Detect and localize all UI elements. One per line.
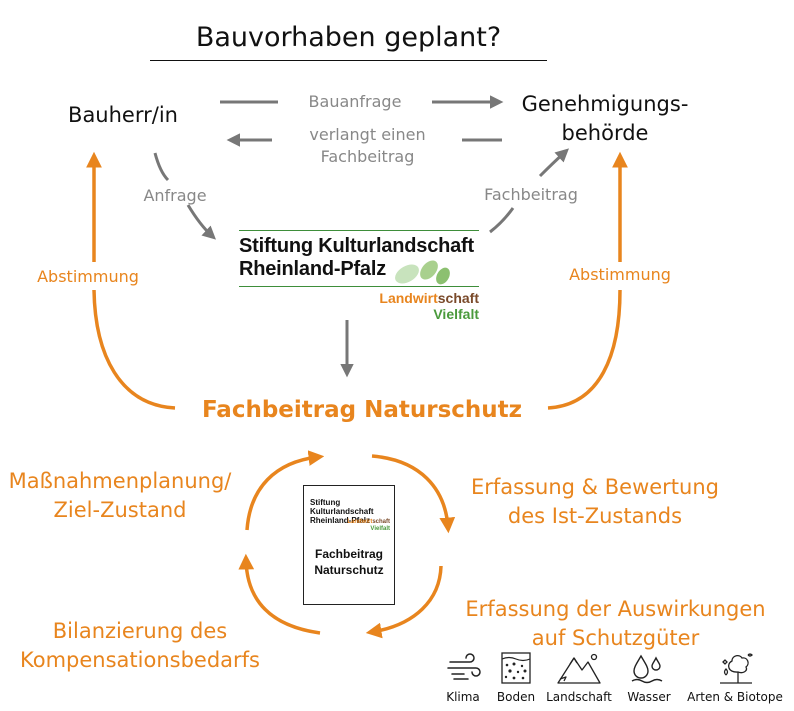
label-abstimmung-right: Abstimmung xyxy=(569,265,671,284)
document-title: Fachbeitrag Naturschutz xyxy=(314,547,384,577)
cycle-arrow-bottom-left xyxy=(238,553,321,635)
tree-icon xyxy=(720,653,753,684)
soil-icon xyxy=(501,652,531,684)
label-abstimmung-left: Abstimmung xyxy=(37,267,139,286)
page-title: Bauvorhaben geplant? xyxy=(195,22,502,53)
node-behoerde: Genehmigungs- behörde xyxy=(521,92,689,145)
arrow-abstimmung-right xyxy=(547,158,620,410)
wind-icon xyxy=(447,653,481,680)
mountain-icon xyxy=(557,653,601,684)
label-anfrage: Anfrage xyxy=(143,186,207,205)
arrow-fachbeitrag xyxy=(489,207,515,234)
document-logo-tagline: Landwirtschaft Vielfalt xyxy=(347,519,390,532)
cycle-label-auswirkungen: Erfassung der Auswirkungen auf Schutzgüt… xyxy=(465,597,766,650)
cycle-label-massnahmen: Maßnahmenplanung/ Ziel-Zustand xyxy=(8,469,232,522)
icon-item-boden: Boden xyxy=(490,650,542,704)
label-verlangt-fachbeitrag: verlangt einen Fachbeitrag xyxy=(309,125,426,166)
logo-top-rule xyxy=(239,230,479,231)
logo-bottom-rule xyxy=(239,286,479,287)
leaves-icon xyxy=(395,260,450,285)
icon-item-wasser: Wasser xyxy=(618,650,680,704)
logo-name: Stiftung Kulturlandschaft Rheinland-Pfal… xyxy=(239,235,474,280)
logo-tagline: Landwirtschaft xyxy=(379,290,479,306)
cycle-label-erfassung-ist: Erfassung & Bewertung des Ist-Zustands xyxy=(471,475,719,528)
arrow-anfrage xyxy=(153,152,170,182)
icon-item-klima: Klima xyxy=(438,650,488,704)
cycle-arrow-top-right xyxy=(371,454,456,534)
node-bauherr: Bauherr/in xyxy=(68,103,178,127)
label-bauanfrage: Bauanfrage xyxy=(308,92,402,111)
icon-item-landschaft: Landschaft xyxy=(542,650,616,704)
water-drop-icon xyxy=(631,654,663,684)
arrow-abstimmung-left xyxy=(94,158,176,410)
label-fachbeitrag: Fachbeitrag xyxy=(484,185,578,204)
icon-item-arten-biotope: Arten & Biotope xyxy=(682,650,788,704)
schutzgueter-icons: Klima Boden Landschaft xyxy=(438,650,788,706)
document-thumbnail: Stiftung Kulturlandschaft Rheinland-Pfal… xyxy=(303,485,395,605)
title-underline xyxy=(150,60,547,61)
document-logo-name: Stiftung Kulturlandschaft Rheinland-Pfal… xyxy=(310,498,374,525)
central-heading: Fachbeitrag Naturschutz xyxy=(201,397,523,423)
cycle-label-bilanzierung: Bilanzierung des Kompensationsbedarfs xyxy=(20,619,260,672)
cycle-arrow-bottom-right xyxy=(365,565,443,639)
logo-stiftung: Stiftung Kulturlandschaft Rheinland-Pfal… xyxy=(239,230,479,325)
cycle-arrow-top-left xyxy=(245,450,325,531)
logo-tagline-vielfalt: Vielfalt xyxy=(433,306,479,322)
